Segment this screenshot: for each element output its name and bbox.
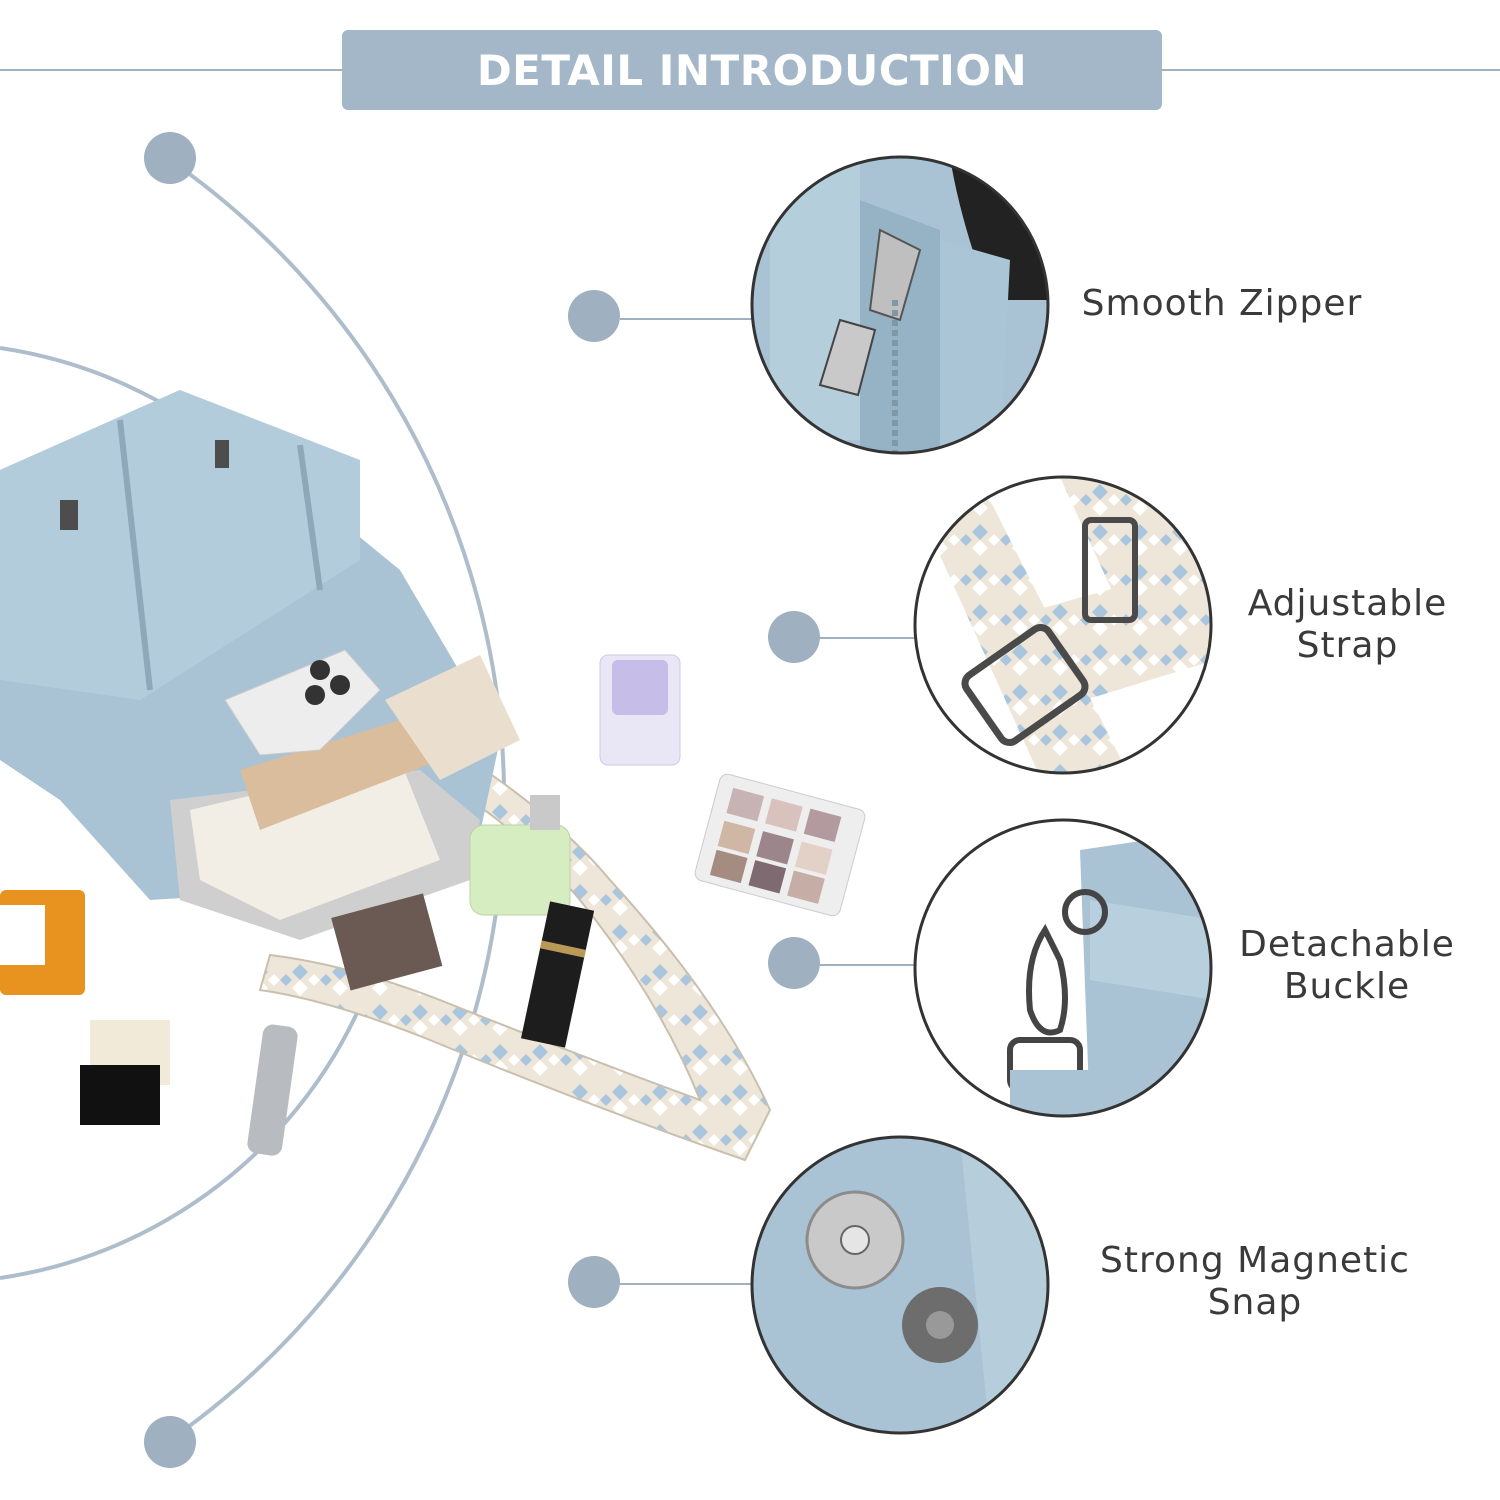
bag-image — [0, 390, 772, 1162]
snap-detail-photo — [750, 1135, 1050, 1435]
feature-label-strap: Adjustable Strap — [1230, 583, 1465, 667]
feature-label-snap: Strong Magnetic Snap — [1085, 1240, 1425, 1324]
feature-label-line: Smooth Zipper — [1081, 283, 1363, 324]
arc-dot-buckle — [768, 937, 820, 989]
accessories — [0, 654, 866, 1156]
header-rule-left — [0, 69, 342, 71]
arc-dot-top — [144, 132, 196, 184]
feature-label-zipper: Smooth Zipper — [1072, 283, 1372, 325]
feature-label-line: Buckle — [1283, 966, 1411, 1007]
title-banner: DETAIL INTRODUCTION — [342, 30, 1162, 110]
feature-label-line: Detachable — [1239, 924, 1455, 965]
feature-label-line: Strap — [1296, 625, 1399, 666]
arc-dot-snap — [568, 1256, 620, 1308]
header-rule-right — [1162, 69, 1500, 71]
arc-dot-strap — [768, 611, 820, 663]
buckle-detail-photo — [913, 818, 1213, 1118]
zipper-detail-photo — [750, 155, 1050, 455]
feature-label-buckle: Detachable Buckle — [1222, 924, 1472, 1008]
strap-detail-photo — [913, 475, 1213, 775]
feature-label-line: Snap — [1207, 1282, 1303, 1323]
feature-label-line: Strong Magnetic — [1100, 1240, 1410, 1281]
page-title: DETAIL INTRODUCTION — [476, 45, 1028, 95]
arc-dot-zipper — [568, 290, 620, 342]
arc-dot-bottom — [144, 1416, 196, 1468]
feature-label-line: Adjustable — [1247, 583, 1448, 624]
